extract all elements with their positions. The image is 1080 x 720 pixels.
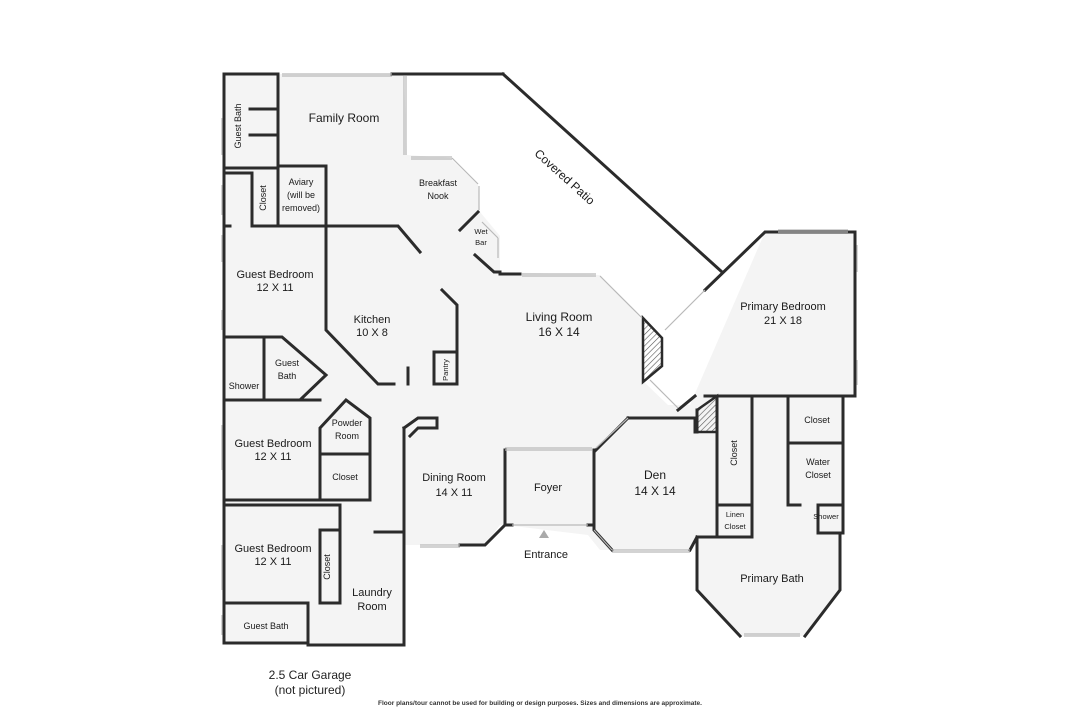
family-kitchen-wall — [324, 224, 423, 255]
shower-left-label: Shower — [229, 381, 260, 391]
primary-bedroom-dimensions: 21 X 18 — [764, 315, 802, 327]
powder-room-walls — [318, 397, 372, 502]
aviary-label-line2: (will be — [287, 190, 315, 200]
foyer-label: Foyer — [534, 482, 562, 494]
aviary-label-line3: removed) — [282, 203, 320, 213]
guest-bedroom-1-label: Guest Bedroom — [236, 269, 313, 281]
guest-bedroom-3-label: Guest Bedroom — [234, 543, 311, 555]
living-room-dimensions: 16 X 14 — [538, 325, 580, 339]
linen-closet-label: Linen — [726, 510, 744, 519]
guest-bath-mid-label: Guest — [275, 358, 300, 368]
shower-right-label: Shower — [813, 512, 839, 521]
laundry-room-label: Laundry — [352, 587, 392, 599]
disclaimer-text: Floor plans/tour cannot be used for buil… — [378, 700, 702, 707]
primary-closet-right-walls — [786, 394, 845, 535]
wet-bar-label: Wet — [474, 227, 488, 236]
patio-diagonal-wall — [500, 71, 725, 275]
entrance-arrow-icon — [539, 530, 549, 538]
windows — [221, 73, 858, 637]
breakfast-nook-label-line2: Nook — [427, 191, 449, 201]
primary-bedroom-label: Primary Bedroom — [740, 301, 826, 313]
closet-primary-left-label: Closet — [729, 440, 739, 466]
guest-bath-top-walls — [222, 72, 280, 170]
guest-bath-bottom-label: Guest Bath — [243, 621, 288, 631]
linen-closet-label-line2: Closet — [724, 522, 746, 531]
wet-bar-label-line2: Bar — [475, 238, 487, 247]
guest-bedroom-2-dimensions: 12 X 11 — [254, 451, 291, 463]
closet-top-label: Closet — [258, 185, 268, 211]
aviary-label: Aviary — [289, 177, 314, 187]
guest-bedroom-2-label: Guest Bedroom — [234, 438, 311, 450]
powder-room-label-line2: Room — [335, 431, 359, 441]
guest-bath-mid-label-line2: Bath — [278, 371, 297, 381]
breakfast-nook-label: Breakfast — [419, 178, 458, 188]
family-room-label: Family Room — [309, 111, 380, 125]
closet-mid-label: Closet — [332, 472, 358, 482]
den-label: Den — [644, 468, 666, 482]
kitchen-west-wall — [324, 224, 410, 386]
primary-bath-label: Primary Bath — [740, 573, 804, 585]
primary-bedroom-walls — [675, 230, 857, 413]
floor-area — [224, 74, 855, 645]
dining-room-dimensions: 14 X 11 — [435, 487, 472, 499]
guest-bath-top-label: Guest Bath — [233, 103, 243, 148]
dining-room-walls — [401, 416, 508, 647]
laundry-room-label-line2: Room — [357, 601, 386, 613]
primary-bath-walls — [695, 531, 842, 639]
guest-bedroom-1-dimensions: 12 X 11 — [256, 282, 293, 294]
den-dimensions: 14 X 14 — [634, 484, 676, 498]
kitchen-label: Kitchen — [354, 314, 391, 326]
room-labels: Family Room Guest Bath Closet Aviary (wi… — [229, 103, 839, 631]
living-room-label: Living Room — [526, 310, 593, 324]
guest-bedroom-2-walls — [222, 398, 342, 532]
water-closet-label: Water — [806, 457, 830, 467]
garage-note-line1: 2.5 Car Garage — [268, 668, 352, 682]
linen-closet-walls — [715, 503, 754, 539]
entrance-label: Entrance — [524, 549, 568, 561]
closet-top-walls — [222, 171, 280, 228]
shower-left-walls — [222, 335, 329, 402]
pantry-label: Pantry — [441, 359, 450, 381]
fireplace — [641, 314, 664, 385]
covered-patio-label: Covered Patio — [532, 146, 598, 208]
foyer-walls — [503, 448, 596, 527]
guest-bedroom-3-dimensions: 12 X 11 — [254, 556, 291, 568]
closet-bottom-label: Closet — [322, 554, 332, 580]
closet-primary-right-label: Closet — [804, 415, 830, 425]
dining-room-label: Dining Room — [422, 472, 486, 484]
kitchen-island-wall — [432, 287, 459, 386]
kitchen-dimensions: 10 X 8 — [356, 327, 388, 339]
garage-note-line2: (not pictured) — [274, 683, 346, 697]
water-closet-label-line2: Closet — [805, 470, 831, 480]
wet-bar-walls — [457, 209, 502, 274]
walls — [222, 71, 857, 647]
guest-bedroom-3-walls — [222, 528, 406, 647]
powder-room-label: Powder — [332, 418, 363, 428]
garage-note: 2.5 Car Garage (not pictured) — [240, 668, 380, 698]
